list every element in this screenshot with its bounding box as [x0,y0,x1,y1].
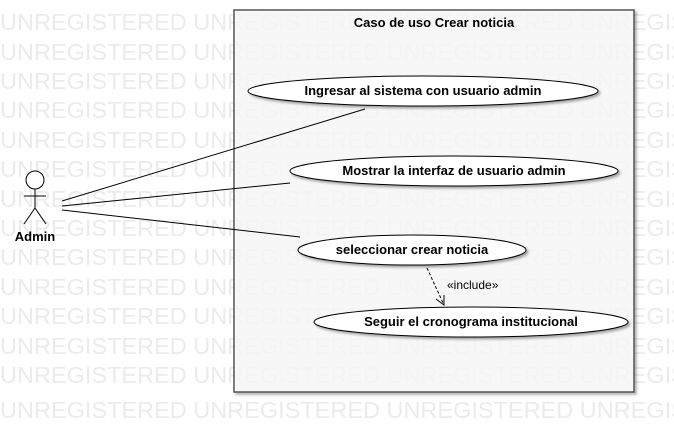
association-line[interactable] [61,209,301,238]
include-relation[interactable]: «include» [426,267,499,306]
actor-left-leg-icon [23,207,36,225]
watermark-line: UNREGISTERED UNREGISTERED UNREGISTERED U… [0,397,674,423]
association-line[interactable] [61,182,291,207]
use-case-mostrar-interfaz[interactable]: Mostrar la interfaz de usuario admin [289,155,619,187]
include-dashed-line [426,267,445,306]
actor-admin[interactable]: Admin [15,170,56,244]
system-title: Caso de uso Crear noticia [354,15,515,30]
include-label: «include» [447,278,499,292]
actor-right-leg-icon [34,207,47,225]
association-line[interactable] [61,108,366,202]
include-arrowhead-icon [435,295,445,306]
use-case-seguir-cronograma[interactable]: Seguir el cronograma institucional [313,306,629,338]
use-case-label: Seguir el cronograma institucional [364,314,578,329]
actor-head-icon [25,170,45,190]
actor-label: Admin [15,229,56,244]
use-case-label: Ingresar al sistema con usuario admin [305,83,542,98]
use-case-ingresar[interactable]: Ingresar al sistema con usuario admin [247,75,599,107]
use-case-label: seleccionar crear noticia [336,242,489,257]
use-case-label: Mostrar la interfaz de usuario admin [342,163,565,178]
use-case-seleccionar-crear-noticia[interactable]: seleccionar crear noticia [297,234,527,266]
